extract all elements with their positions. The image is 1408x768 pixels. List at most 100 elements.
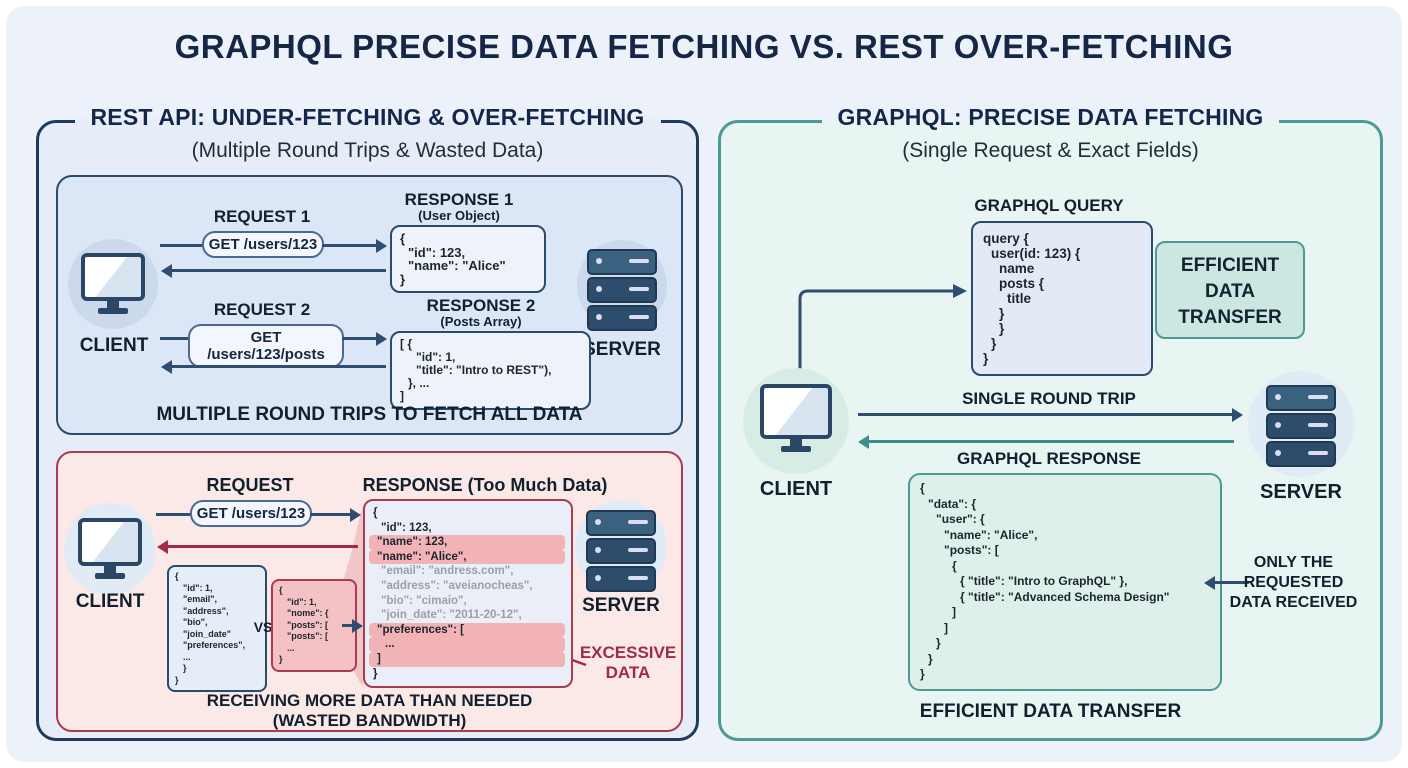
request1-label: REQUEST 1 <box>213 207 311 226</box>
code-line: } <box>991 336 997 351</box>
code-line: } <box>936 636 941 650</box>
response1-code-box: {"id": 123,"name": "Alice"} <box>390 225 546 293</box>
efficient-transfer-badge: EFFICIENT DATA TRANSFER <box>1155 241 1305 339</box>
code-line: "nome": { <box>287 608 329 618</box>
request2-label: REQUEST 2 <box>213 300 311 319</box>
code-line: "title": "Intro to REST"), <box>416 363 552 377</box>
client-circle <box>68 239 158 329</box>
server-label: SERVER <box>1260 481 1342 503</box>
code-line: ... <box>287 642 295 653</box>
request1-arrow <box>322 238 387 253</box>
code-line: } <box>920 667 925 681</box>
overfetch-request-line <box>156 513 190 516</box>
code-line: "id": 1, <box>287 596 317 607</box>
graphql-response-code-box: {"data": {"user": {"name": "Alice","post… <box>908 473 1222 691</box>
response2-return-arrow <box>161 359 386 374</box>
code-line: user(id: 123) { <box>991 246 1081 261</box>
code-line: "id": 1, <box>416 350 456 364</box>
code-line: "name": 123, <box>369 535 565 550</box>
client-label: CLIENT <box>759 478 833 500</box>
client-circle <box>743 368 849 474</box>
client-label: CLIENT <box>75 591 145 612</box>
overfetch-request-label: REQUEST <box>206 475 294 495</box>
only-requested-label: ONLY THE REQUESTED DATA RECEIVED <box>1229 554 1358 611</box>
code-line: { <box>920 481 925 495</box>
code-line: "posts": [ <box>287 631 329 641</box>
code-line: "name": "Alice", <box>369 549 565 565</box>
only-requested-arrow <box>1204 575 1249 590</box>
overfetch-response-label: RESPONSE (Too Much Data) <box>362 475 608 495</box>
needed-fields-code-box: {"id": 1,"email","address","bio","join_d… <box>167 565 267 692</box>
code-line: "posts": [ <box>287 619 329 630</box>
vs-label: VS. <box>253 619 277 635</box>
response-return-arrow <box>858 434 1234 449</box>
code-line: "join_date" <box>183 628 232 639</box>
response2-label: RESPONSE 2 <box>426 296 536 315</box>
code-line: "email", <box>183 594 218 604</box>
code-line: "data": { <box>928 496 977 511</box>
response2-code-box: [ { "id": 1,"title": "Intro to REST"),}, … <box>390 331 591 410</box>
page-title: GRAPHQL PRECISE DATA FETCHING VS. REST O… <box>174 28 1234 65</box>
overfetch-request-arrow <box>310 507 361 522</box>
graphql-response-label: GRAPHQL RESPONSE <box>957 449 1141 468</box>
code-line: ] <box>952 605 956 619</box>
client-monitor-icon <box>760 384 832 452</box>
code-line: "user": { <box>936 512 985 526</box>
response1-sublabel: (User Object) <box>418 208 500 223</box>
excessive-data-label: EXCESSIVE DATA <box>579 643 677 682</box>
request2-line <box>160 337 188 340</box>
code-line: "bio": "cimaio", <box>381 594 467 607</box>
code-line: "id": 123, <box>381 521 432 534</box>
code-line: "preferences", <box>183 640 246 650</box>
round-trip-arrow <box>858 407 1243 422</box>
request1-pill: GET /users/123 <box>202 231 324 258</box>
graphql-panel-subtitle: (Single Request & Exact Fields) <box>902 139 1199 162</box>
client-circle <box>64 503 156 595</box>
code-line: } <box>279 654 283 664</box>
response1-label: RESPONSE 1 <box>404 190 514 209</box>
expansion-arrow <box>342 618 363 633</box>
server-icon <box>586 510 656 592</box>
server-icon <box>1266 385 1336 467</box>
client-monitor-icon <box>81 253 145 314</box>
server-circle <box>575 500 667 592</box>
rest-panel: REST API: UNDER-FETCHING & OVER-FETCHING… <box>36 104 699 741</box>
code-line: title <box>1007 291 1032 306</box>
code-line: ] <box>944 620 948 635</box>
server-label: SERVER <box>583 339 661 360</box>
response2-sublabel: (Posts Array) <box>440 314 522 329</box>
graphql-query-label: GRAPHQL QUERY <box>974 196 1124 215</box>
client-monitor-icon <box>78 518 142 579</box>
graphql-panel: GRAPHQL: PRECISE DATA FETCHING (Single R… <box>718 104 1383 741</box>
code-line: ] <box>369 651 565 667</box>
server-icon <box>587 249 657 331</box>
code-line: { <box>279 585 283 595</box>
code-line: }, ... <box>408 376 430 390</box>
overfetch-caption: RECEIVING MORE DATA THAN NEEDED (WASTED … <box>206 691 533 730</box>
round-trips-caption: MULTIPLE ROUND TRIPS TO FETCH ALL DATA <box>156 404 583 425</box>
graphql-caption: EFFICIENT DATA TRANSFER <box>919 701 1182 722</box>
code-line: name <box>999 261 1035 276</box>
code-line: } <box>373 667 378 680</box>
code-line: ... <box>369 637 565 652</box>
code-line: } <box>928 651 933 666</box>
code-line: } <box>999 306 1005 321</box>
rest-round-trips-box: CLIENT SERVER REQUEST 1 GET /users/123 R… <box>56 175 683 435</box>
code-line: "email": "andress.com", <box>381 565 514 578</box>
server-circle <box>577 240 667 331</box>
code-line: "id": 1, <box>183 582 213 593</box>
rest-panel-subtitle: (Multiple Round Trips & Wasted Data) <box>191 139 544 162</box>
code-line: "posts": [ <box>944 543 999 557</box>
code-line: { <box>400 231 406 246</box>
code-line: { "title": "Advanced Schema Design" <box>960 589 1170 604</box>
code-line: } <box>400 271 406 287</box>
code-line: ] <box>400 389 404 403</box>
code-line: "join_date": "2011-20-12", <box>381 609 522 622</box>
code-line: "preferences": [ <box>369 622 565 638</box>
code-line: } <box>175 674 179 685</box>
code-line: { <box>952 558 957 573</box>
code-line: [ { <box>400 337 412 351</box>
code-line: posts { <box>999 276 1045 291</box>
code-line: "id": 123, <box>408 244 466 260</box>
